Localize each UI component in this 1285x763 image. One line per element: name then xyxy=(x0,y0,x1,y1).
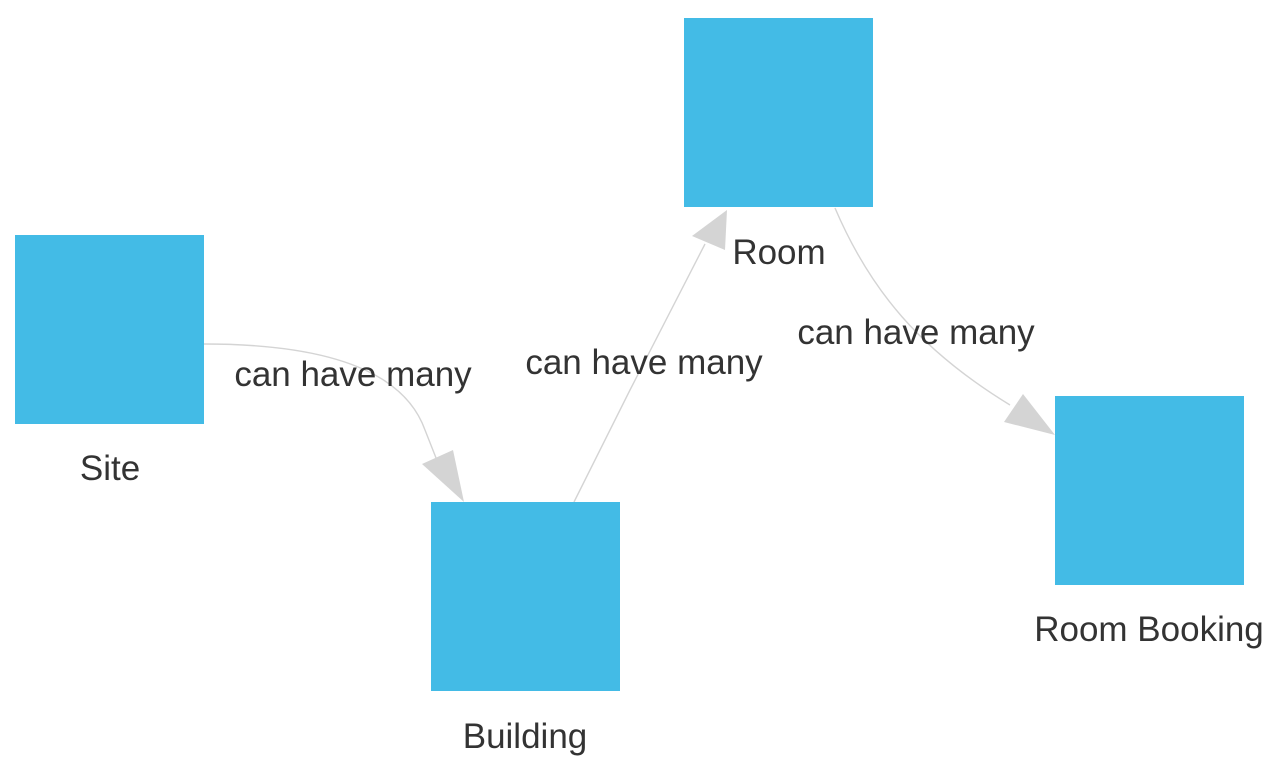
node-site-box[interactable] xyxy=(15,235,204,424)
edge-site-building-arrowhead xyxy=(422,450,464,502)
node-room-label: Room xyxy=(732,233,825,272)
node-room-box[interactable] xyxy=(684,18,873,207)
node-room[interactable]: Room xyxy=(684,18,873,272)
edge-building-room-label: can have many xyxy=(525,343,763,382)
edge-site-building-label: can have many xyxy=(234,355,472,394)
edge-building-room-line xyxy=(573,243,706,503)
node-building[interactable]: Building xyxy=(431,502,620,756)
edge-room-roombooking[interactable]: can have many xyxy=(797,207,1055,435)
edge-site-building[interactable]: can have many xyxy=(203,343,472,502)
edge-room-roombooking-line xyxy=(834,207,1011,406)
node-room-booking[interactable]: Room Booking xyxy=(1034,396,1264,649)
edge-building-room[interactable]: can have many xyxy=(525,210,763,503)
edge-building-room-arrowhead xyxy=(692,210,727,250)
edge-room-roombooking-label: can have many xyxy=(797,313,1035,352)
node-building-label: Building xyxy=(463,717,588,756)
node-site[interactable]: Site xyxy=(15,235,204,488)
edge-site-building-line xyxy=(203,343,441,469)
edge-room-roombooking-arrowhead xyxy=(1004,394,1055,435)
node-building-box[interactable] xyxy=(431,502,620,691)
node-room-booking-box[interactable] xyxy=(1055,396,1244,585)
node-site-label: Site xyxy=(80,449,140,488)
node-room-booking-label: Room Booking xyxy=(1034,610,1264,649)
